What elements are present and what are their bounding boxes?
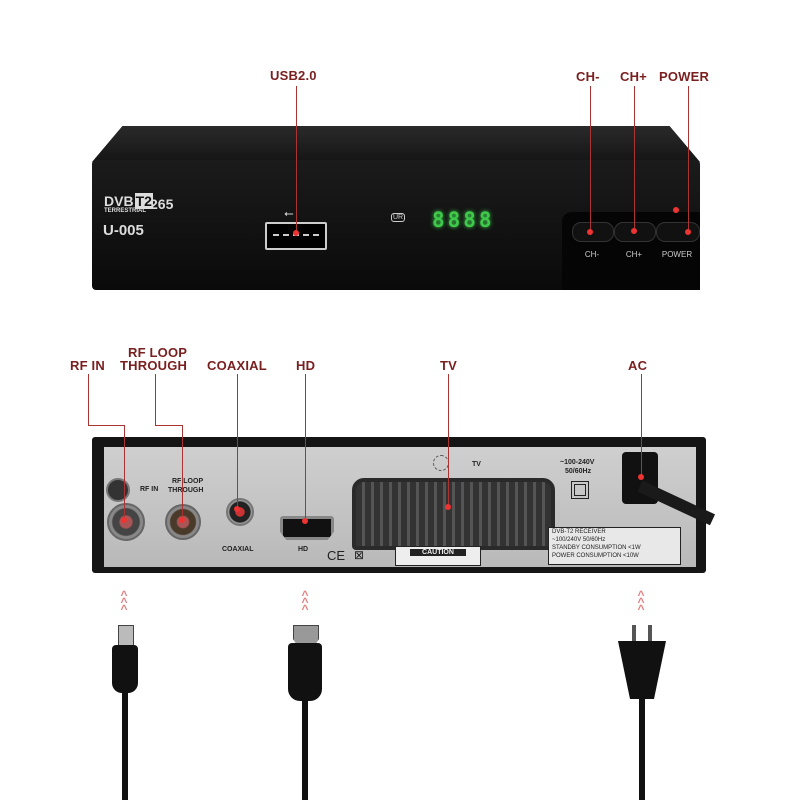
callout-line-rf-in	[124, 425, 125, 520]
callout-line-ac	[641, 374, 642, 476]
panel-tv-label: TV	[472, 461, 481, 468]
callout-line-power	[688, 86, 689, 232]
callout-line-rf-in	[88, 374, 89, 426]
callout-hd: HD	[296, 358, 316, 373]
callout-line-rf-in	[88, 425, 124, 426]
eu-power-plug-icon	[612, 625, 672, 800]
callout-dot-rf-loop	[179, 517, 185, 523]
scart-port[interactable]	[352, 478, 555, 550]
antenna-plug-icon	[108, 625, 144, 800]
callout-rf-loop-2: THROUGH	[120, 358, 188, 373]
caution-label: CAUTION	[395, 546, 481, 566]
panel-hd-label: HD	[298, 546, 309, 553]
caution-text: CAUTION	[410, 549, 466, 556]
callout-dot-ch-minus	[587, 229, 593, 235]
callout-dot-coaxial	[234, 506, 240, 512]
usb-icon: ⭠	[284, 206, 294, 220]
ch-plus-label: CH+	[625, 250, 643, 259]
ch-minus-button[interactable]	[572, 222, 614, 242]
panel-coaxial-label: COAXIAL	[222, 546, 254, 553]
rating-label: DVB-T2 RECEIVER ~100/240V 50/60Hz STANDB…	[548, 527, 681, 565]
up-arrows-icon: ^^^	[120, 588, 128, 616]
panel-voltage-1: ~100-240V	[560, 459, 595, 466]
callout-line-rf-loop	[155, 425, 182, 426]
callout-dot-hd	[302, 518, 308, 524]
callout-line-rf-loop	[155, 374, 156, 426]
callout-line-ch-minus	[590, 86, 591, 232]
logo-terrestrial: TERRESTRIAL	[104, 208, 146, 214]
antenna-small-port[interactable]	[106, 478, 130, 502]
rating-line: POWER CONSUMPTION <10W	[552, 553, 639, 559]
ce-mark: CE	[327, 548, 346, 563]
callout-rf-loop-1: RF LOOP	[128, 345, 188, 360]
callout-ch-plus: CH+	[620, 69, 647, 84]
callout-dot-power	[685, 229, 691, 235]
callout-dot-tv	[445, 504, 451, 510]
coaxial-port[interactable]	[226, 498, 254, 526]
callout-dot-usb	[293, 230, 299, 236]
power-indicator-led	[673, 207, 679, 213]
callout-line-tv	[448, 374, 449, 506]
ch-minus-label: CH-	[584, 250, 600, 259]
callout-dot-ac	[638, 474, 644, 480]
callout-ac: AC	[628, 358, 648, 373]
rating-line: DVB-T2 RECEIVER	[552, 529, 606, 535]
callout-line-ch-plus	[634, 86, 635, 230]
callout-line-usb	[296, 86, 297, 232]
callout-line-hd	[305, 374, 306, 520]
power-label: POWER	[661, 250, 693, 259]
panel-rf-loop-label-1: RF LOOP	[172, 478, 204, 485]
callout-dot-rf-in	[121, 517, 127, 523]
double-insulation-icon	[571, 481, 589, 499]
callout-dot-ch-plus	[631, 228, 637, 234]
rating-line: ~100/240V 50/60Hz	[552, 537, 606, 543]
panel-rf-in-label: RF IN	[140, 486, 159, 493]
up-arrows-icon: ^^^	[301, 588, 309, 616]
led-display: 8888	[432, 208, 495, 232]
callout-line-coaxial	[237, 374, 238, 508]
rating-line: STANDBY CONSUMPTION <1W	[552, 545, 641, 551]
logo-dvb: DVB	[104, 193, 134, 209]
panel-rf-loop-label-2: THROUGH	[168, 487, 204, 494]
ir-sensor-label: UR	[391, 213, 406, 222]
weee-bin-icon: ⊠	[354, 548, 365, 562]
callout-rf-in: RF IN	[70, 358, 105, 373]
hdmi-plug-icon	[285, 625, 325, 800]
callout-ch-minus: CH-	[576, 69, 600, 84]
callout-usb: USB2.0	[270, 68, 317, 83]
model-label: U-005	[103, 222, 144, 239]
up-arrows-icon: ^^^	[637, 588, 645, 616]
power-button[interactable]	[656, 222, 700, 242]
callout-power: POWER	[659, 69, 710, 84]
front-top-face	[92, 126, 700, 162]
panel-voltage-2: 50/60Hz	[565, 468, 592, 475]
codec-label: 265	[150, 196, 174, 212]
callout-coaxial: COAXIAL	[207, 358, 267, 373]
callout-tv: TV	[440, 358, 458, 373]
ground-screw-icon	[433, 455, 449, 471]
callout-line-rf-loop	[182, 425, 183, 520]
logo-t2: T2	[134, 193, 153, 209]
